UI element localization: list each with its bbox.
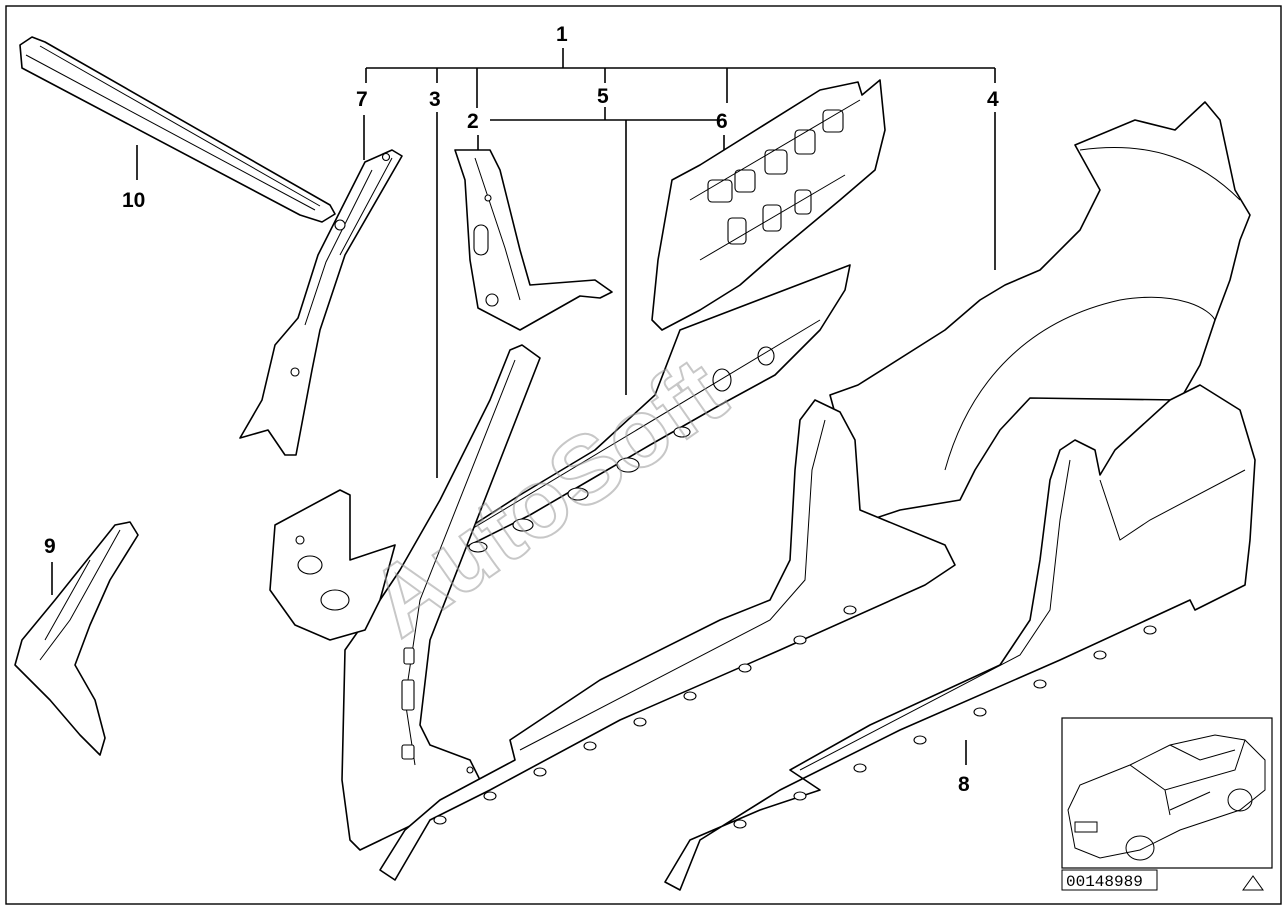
part-9-pillar-bracket [14, 521, 139, 756]
diagram-frame [5, 5, 1282, 905]
callout-9: 9 [44, 535, 56, 558]
diagram-number: 00148989 [1066, 873, 1143, 891]
callout-6: 6 [716, 110, 728, 133]
triangle-icon [1242, 875, 1264, 891]
front-wheelhouse-bracket [269, 489, 396, 641]
callout-2: 2 [467, 110, 479, 133]
callout-1: 1 [556, 23, 568, 46]
part-5-side-member [439, 264, 851, 561]
callout-4: 4 [987, 88, 999, 111]
callout-7: 7 [356, 88, 368, 111]
callout-5: 5 [597, 85, 609, 108]
part-2-b-pillar-reinforcement [454, 149, 613, 331]
part-7-a-pillar [239, 149, 403, 456]
part-10-roof-rail [19, 36, 336, 223]
watermark-text: AutoSoft [351, 337, 744, 657]
side-frame-middle [379, 399, 956, 881]
diagram-number-box [1061, 869, 1158, 891]
car-outline-icon [1061, 717, 1273, 869]
part-4-side-panel [829, 101, 1251, 526]
callout-3: 3 [429, 88, 441, 111]
callout-10: 10 [122, 189, 145, 212]
part-6-inner-panel [651, 79, 886, 331]
part-8-side-frame [664, 384, 1256, 891]
part-3-side-frame-front [341, 344, 541, 851]
callout-leaders [51, 48, 996, 765]
callout-8: 8 [958, 773, 970, 796]
